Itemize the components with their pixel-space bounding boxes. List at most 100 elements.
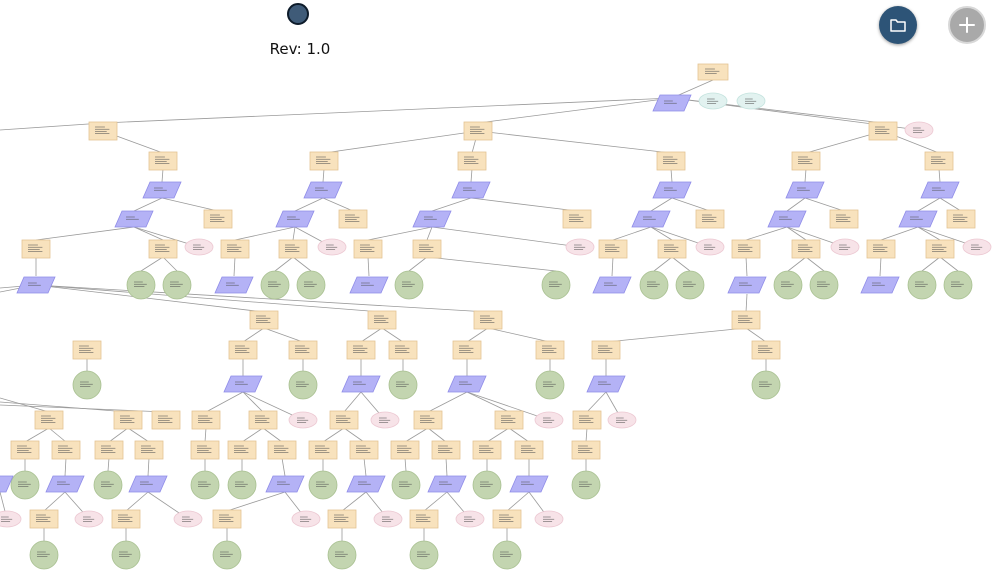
process-node[interactable] [367,310,397,330]
decision-node[interactable] [447,375,487,393]
process-node[interactable] [409,509,439,529]
process-node[interactable] [212,509,242,529]
info-note[interactable] [736,92,766,110]
decision-node[interactable] [631,210,671,228]
decision-node[interactable] [16,276,56,294]
outcome-node[interactable] [227,470,257,500]
note-node[interactable] [455,510,485,528]
outcome-node[interactable] [394,270,424,300]
process-node[interactable] [267,440,297,460]
open-button[interactable] [879,6,917,44]
process-node[interactable] [657,239,687,259]
process-node[interactable] [228,340,258,360]
process-node[interactable] [113,410,143,430]
outcome-node[interactable] [943,270,973,300]
note-node[interactable] [904,121,934,139]
process-node[interactable] [227,440,257,460]
process-node[interactable] [388,340,418,360]
outcome-node[interactable] [675,270,705,300]
process-node[interactable] [431,440,461,460]
note-node[interactable] [534,510,564,528]
process-node[interactable] [731,239,761,259]
process-node[interactable] [472,440,502,460]
decision-node[interactable] [0,475,14,493]
add-button[interactable] [948,6,986,44]
outcome-node[interactable] [751,370,781,400]
decision-node[interactable] [586,375,626,393]
note-node[interactable] [373,510,403,528]
process-node[interactable] [148,239,178,259]
process-node[interactable] [731,310,761,330]
process-node[interactable] [220,239,250,259]
process-node[interactable] [21,239,51,259]
outcome-node[interactable] [535,370,565,400]
process-node[interactable] [791,151,821,171]
note-node[interactable] [565,238,595,256]
note-node[interactable] [534,411,564,429]
process-node[interactable] [656,151,686,171]
decision-node[interactable] [898,210,938,228]
outcome-node[interactable] [10,470,40,500]
process-node[interactable] [134,440,164,460]
process-node[interactable] [473,310,503,330]
process-node[interactable] [338,209,368,229]
outcome-node[interactable] [296,270,326,300]
decision-node[interactable] [509,475,549,493]
decision-node[interactable] [275,210,315,228]
outcome-node[interactable] [809,270,839,300]
note-node[interactable] [607,411,637,429]
note-node[interactable] [288,411,318,429]
outcome-node[interactable] [212,540,242,570]
decision-node[interactable] [45,475,85,493]
process-node[interactable] [327,509,357,529]
outcome-node[interactable] [391,470,421,500]
outcome-node[interactable] [260,270,290,300]
process-node[interactable] [309,151,339,171]
info-note[interactable] [698,92,728,110]
process-node[interactable] [572,410,602,430]
process-node[interactable] [457,151,487,171]
process-node[interactable] [413,410,443,430]
outcome-node[interactable] [190,470,220,500]
process-node[interactable] [452,340,482,360]
outcome-node[interactable] [907,270,937,300]
process-node[interactable] [34,410,64,430]
decision-node[interactable] [223,375,263,393]
process-node[interactable] [72,340,102,360]
decision-node[interactable] [114,210,154,228]
process-node[interactable] [51,440,81,460]
process-node[interactable] [571,440,601,460]
decision-node[interactable] [303,181,343,199]
note-node[interactable] [291,510,321,528]
outcome-node[interactable] [541,270,571,300]
process-node[interactable] [29,509,59,529]
process-node[interactable] [866,239,896,259]
outcome-node[interactable] [472,470,502,500]
outcome-node[interactable] [29,540,59,570]
decision-node[interactable] [427,475,467,493]
decision-node[interactable] [265,475,305,493]
root-node[interactable] [697,63,729,81]
status-indicator[interactable] [287,3,309,25]
process-node[interactable] [492,509,522,529]
process-node[interactable] [151,410,181,430]
decision-node[interactable] [727,276,767,294]
process-node[interactable] [10,440,40,460]
outcome-node[interactable] [308,470,338,500]
decision-node[interactable] [128,475,168,493]
note-node[interactable] [173,510,203,528]
outcome-node[interactable] [93,470,123,500]
process-node[interactable] [514,440,544,460]
decision-node[interactable] [142,181,182,199]
process-node[interactable] [346,340,376,360]
note-node[interactable] [370,411,400,429]
outcome-node[interactable] [72,370,102,400]
decision-node[interactable] [214,276,254,294]
process-node[interactable] [924,151,954,171]
note-node[interactable] [695,238,725,256]
outcome-node[interactable] [126,270,156,300]
decision-node[interactable] [652,94,692,112]
process-node[interactable] [88,121,118,141]
decision-node[interactable] [346,475,386,493]
note-node[interactable] [0,510,22,528]
